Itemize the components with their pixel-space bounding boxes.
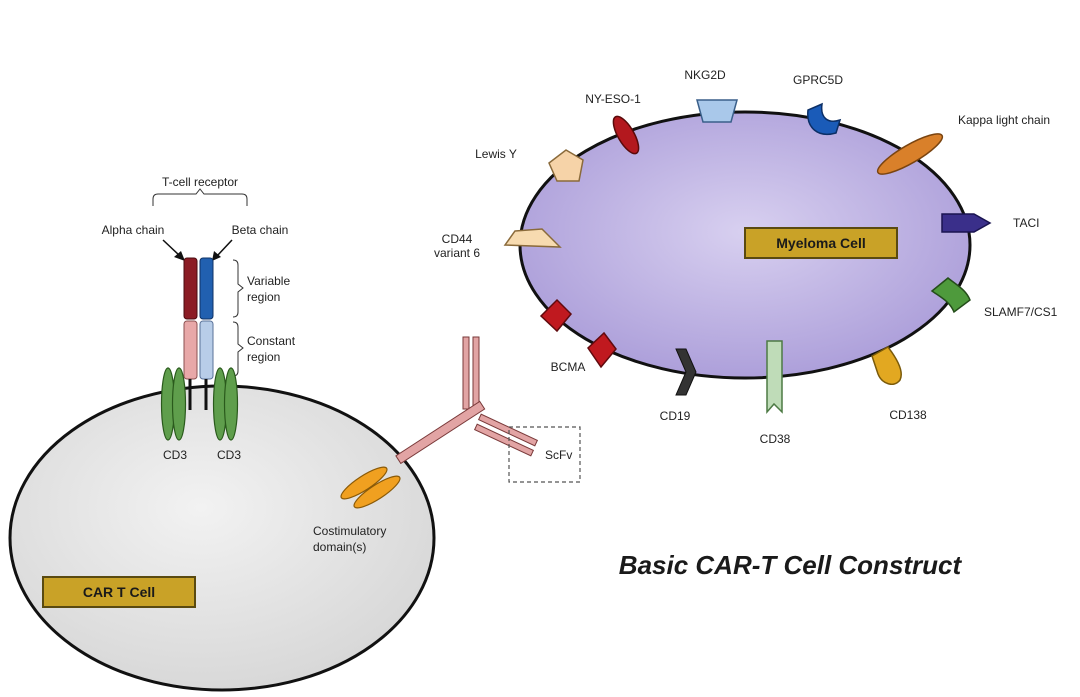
cd138-label: CD138 (889, 408, 927, 422)
car-transmembrane-stalk (395, 400, 486, 465)
nkg2d-label: NKG2D (684, 68, 726, 82)
lewis-y-antigen (548, 149, 584, 182)
slamf7-label: SLAMF7/CS1 (984, 305, 1058, 319)
variable-region-brace (232, 259, 244, 318)
scfv-dashed-box (508, 426, 581, 483)
bcma-antigen-upper (539, 298, 573, 333)
beta-chain-constant-region (199, 320, 214, 380)
car-scfv-chain-2 (473, 423, 535, 457)
car-receptor (340, 336, 539, 509)
cd138-antigen (871, 346, 902, 385)
kappa-light-chain-antigen (876, 133, 944, 175)
alpha-chain-constant-region (183, 320, 198, 380)
alpha-chain-arrow (162, 239, 181, 257)
costimulatory-domain-2 (353, 475, 401, 509)
cd3-right-label: CD3 (217, 448, 241, 462)
taci-antigen (941, 213, 992, 233)
car-hinge-strand-1 (462, 336, 470, 410)
diagram-title: Basic CAR-T Cell Construct (619, 550, 963, 580)
t-cell-receptor-brace (152, 188, 248, 206)
alpha-chain-arrowhead (174, 251, 185, 261)
kappa-light-chain-label: Kappa light chain (958, 113, 1050, 127)
costimulatory-domain-1 (340, 466, 388, 500)
cd19-label: CD19 (660, 409, 691, 423)
bcma-antigen-lower (587, 331, 617, 369)
myeloma-cell-label: Myeloma Cell (776, 235, 865, 251)
beta-chain-arrow (216, 239, 233, 257)
ny-eso-1-label: NY-ESO-1 (585, 92, 641, 106)
gprc5d-antigen (807, 102, 842, 135)
cd44-variant-6-antigen (503, 228, 562, 248)
nkg2d-antigen (696, 99, 738, 123)
cd3-left-label: CD3 (163, 448, 187, 462)
constant-region-brace (232, 321, 244, 377)
variable-region-label-line2: region (247, 290, 280, 304)
car-t-cell-label-box (42, 576, 196, 608)
car-t-cell-label: CAR T Cell (83, 584, 155, 600)
constant-region-label-line1: Constant (247, 334, 296, 348)
alpha-chain-label: Alpha chain (102, 223, 165, 237)
cd44-variant-6-label-line2: variant 6 (434, 246, 480, 260)
beta-chain-variable-region (199, 257, 214, 320)
scfv-label: ScFv (545, 448, 572, 462)
taci-label: TACI (1013, 216, 1039, 230)
cd38-label: CD38 (760, 432, 791, 446)
ny-eso-1-antigen (612, 115, 640, 155)
gprc5d-label: GPRC5D (793, 73, 843, 87)
lewis-y-label: Lewis Y (475, 147, 517, 161)
costimulatory-label-line1: Costimulatory (313, 524, 386, 538)
beta-chain-label: Beta chain (232, 223, 289, 237)
t-cell-receptor-label: T-cell receptor (162, 175, 238, 189)
cd44-variant-6-label-line1: CD44 (442, 232, 473, 246)
costimulatory-label-line2: domain(s) (313, 540, 366, 554)
beta-chain-arrowhead (212, 251, 221, 261)
constant-region-label-line2: region (247, 350, 280, 364)
cd3-left-subunit-2 (171, 367, 187, 441)
alpha-chain-variable-region (183, 257, 198, 320)
slamf7-antigen (930, 277, 971, 314)
variable-region-label-line1: Variable (247, 274, 290, 288)
cd3-right-subunit-2 (223, 367, 239, 441)
cd38-antigen (766, 340, 783, 414)
car-hinge-strand-2 (472, 336, 480, 410)
bcma-label: BCMA (551, 360, 586, 374)
myeloma-cell-label-box (744, 227, 898, 259)
cd19-antigen (675, 348, 697, 396)
